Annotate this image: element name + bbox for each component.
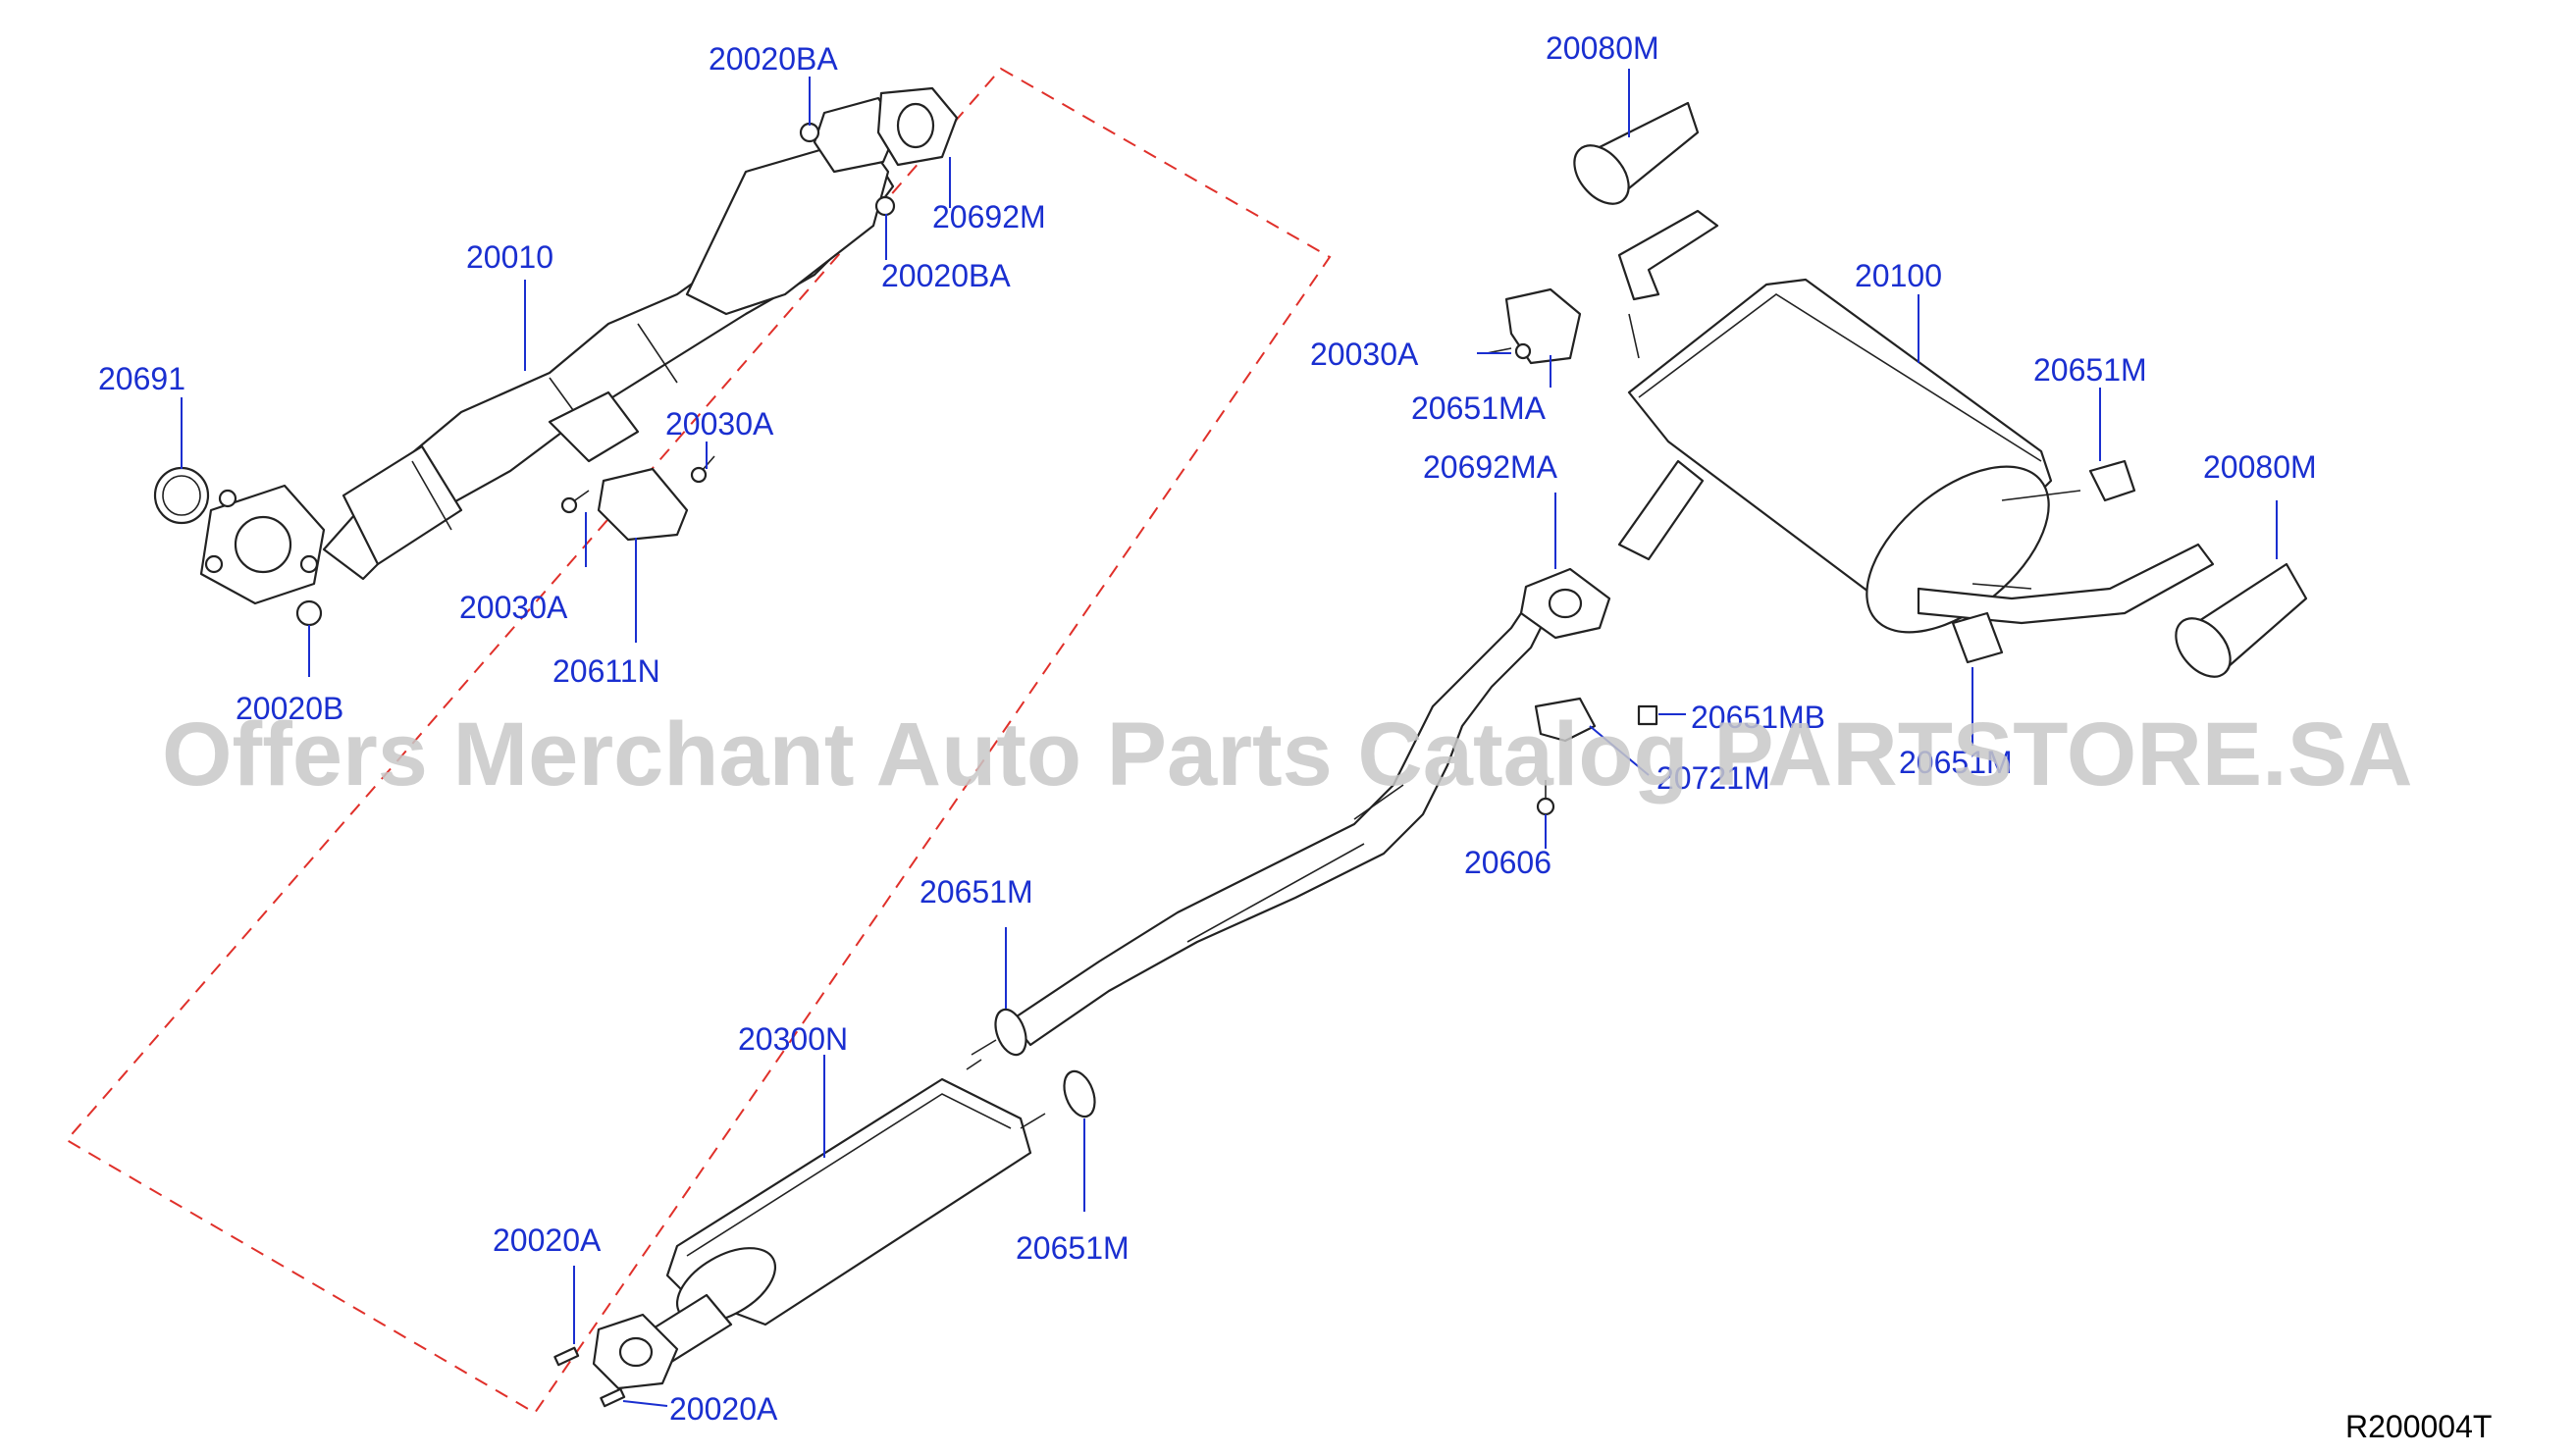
callout-20020b[interactable]: 20020B [236, 691, 343, 726]
gasket-20692m[interactable] [876, 86, 959, 167]
callout-20651m-rear-lower[interactable]: 20651M [1899, 745, 2013, 780]
bracket-20611n[interactable] [597, 467, 689, 542]
bolt-20606[interactable] [1536, 780, 1555, 816]
leader-lines [181, 69, 2278, 1407]
callout-20692ma[interactable]: 20692MA [1423, 449, 1558, 485]
mount-20651m-rear-upper[interactable] [2088, 459, 2136, 502]
callout-20030a-left[interactable]: 20030A [459, 590, 568, 625]
tail-finisher-20080m-right[interactable] [2165, 562, 2308, 687]
main-muffler-20100[interactable] [1617, 209, 2215, 664]
callout-20300n[interactable]: 20300N [738, 1021, 848, 1057]
callout-20020a-upper[interactable]: 20020A [493, 1222, 602, 1258]
callout-20651m-center-upper[interactable]: 20651M [920, 874, 1033, 910]
seal-ring-20691-inner [162, 475, 201, 516]
callout-20020ba-top[interactable]: 20020BA [709, 41, 838, 77]
diagram-reference-code: R200004T [2345, 1409, 2492, 1444]
callout-20020ba-bottom[interactable]: 20020BA [881, 258, 1011, 293]
callout-20651m-center-lower[interactable]: 20651M [1016, 1230, 1130, 1266]
watermark-text: Offers Merchant Auto Parts Catalog PARTS… [162, 704, 2413, 805]
callout-20080m-right[interactable]: 20080M [2203, 449, 2317, 485]
nut-20020ba-lower[interactable] [874, 195, 896, 217]
callout-20030a-rear[interactable]: 20030A [1310, 337, 1419, 372]
mount-20651m-center-lower[interactable] [1059, 1067, 1101, 1121]
mount-20651m-rear-lower[interactable] [1951, 611, 2004, 664]
callout-20692m[interactable]: 20692M [932, 199, 1046, 234]
callout-labels: 20020BA 20692M 20020BA 20010 20691 20030… [98, 30, 2317, 1427]
mount-20651m-center-upper[interactable] [990, 1006, 1032, 1060]
gasket-20692ma[interactable] [1519, 567, 1611, 640]
bolt-20030a-rear[interactable] [1486, 342, 1532, 360]
bracket-20721m[interactable] [1534, 697, 1597, 743]
callout-20080m-top[interactable]: 20080M [1546, 30, 1659, 66]
bolt-20030a-right[interactable] [690, 455, 715, 484]
callout-20606[interactable]: 20606 [1464, 845, 1551, 880]
bolt-20030a-left[interactable] [560, 490, 590, 514]
tail-finisher-20080m-upper[interactable] [1563, 101, 1700, 214]
front-tube-catalyst[interactable] [199, 96, 900, 605]
callout-20100[interactable]: 20100 [1855, 258, 1942, 293]
nut-20020b[interactable] [295, 599, 323, 627]
callout-20691[interactable]: 20691 [98, 361, 185, 396]
stud-20020a-upper[interactable] [553, 1346, 580, 1367]
callout-20030a-right[interactable]: 20030A [665, 406, 774, 442]
callout-20020a-lower[interactable]: 20020A [669, 1391, 778, 1427]
nut-20020ba-upper[interactable] [799, 122, 820, 143]
callout-20721m[interactable]: 20721M [1656, 760, 1770, 796]
callout-20651m-rear-upper[interactable]: 20651M [2033, 352, 2147, 388]
callout-20611n[interactable]: 20611N [552, 653, 660, 689]
stud-20020a-lower[interactable] [600, 1387, 626, 1408]
mount-20651mb[interactable] [1637, 704, 1658, 726]
callout-20651mb[interactable]: 20651MB [1691, 700, 1825, 735]
callout-20651ma[interactable]: 20651MA [1411, 390, 1547, 426]
callout-20010[interactable]: 20010 [466, 239, 553, 275]
